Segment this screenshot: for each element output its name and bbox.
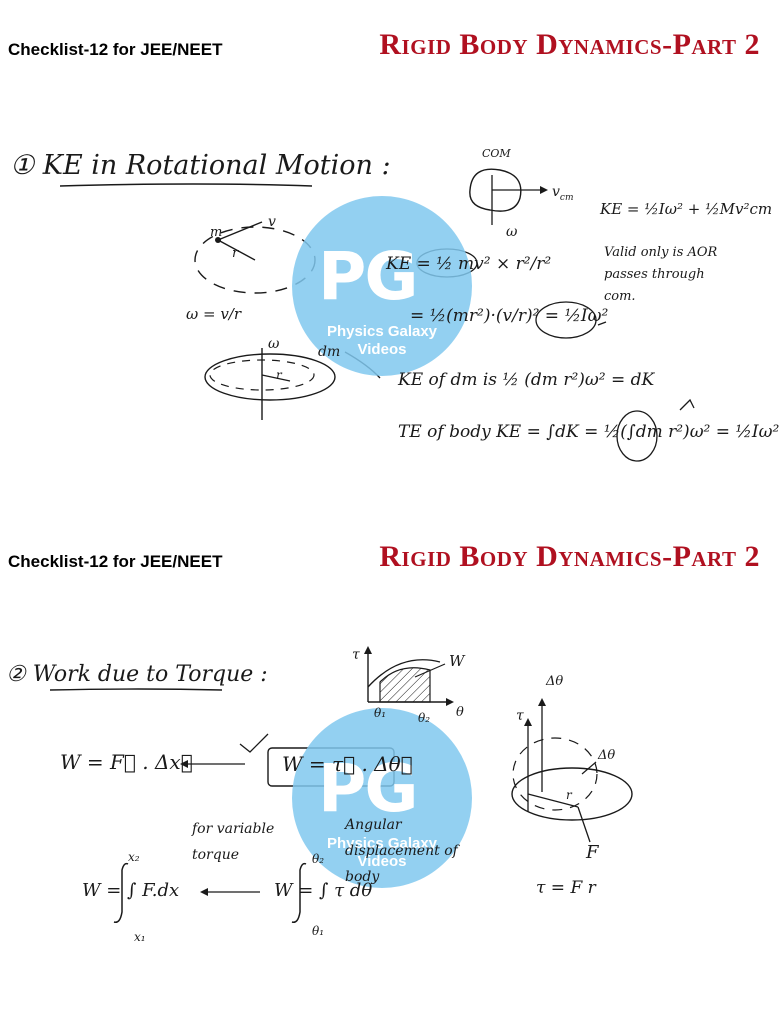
variable-torque-note: for variable torque bbox=[192, 821, 275, 863]
angular-displacement-note: Angular displacement of body bbox=[345, 817, 458, 885]
torque-equation: τ = F r bbox=[536, 878, 596, 898]
watermark-line-1: Physics Galaxy bbox=[326, 323, 438, 340]
vector-delta-theta-label: Δθ bbox=[546, 674, 564, 689]
label-v: v bbox=[268, 214, 276, 230]
graph-theta1-label: θ₁ bbox=[374, 706, 387, 720]
graph-theta2-label: θ₂ bbox=[418, 711, 431, 725]
slide-2: Checklist-12 for JEE/NEET Rigid Body Dyn… bbox=[0, 512, 768, 1024]
work-integral-force: W = ∫ F.dx bbox=[82, 880, 180, 901]
delta-theta-label: Δθ bbox=[598, 748, 616, 763]
validity-note: Valid only is AOR passes through com. bbox=[604, 245, 718, 304]
section-heading: ② Work due to Torque : bbox=[6, 662, 268, 687]
graph-w-label: W bbox=[449, 652, 465, 670]
slide-title: Rigid Body Dynamics-Part 2 bbox=[379, 28, 760, 61]
slide-1: Checklist-12 for JEE/NEET Rigid Body Dyn… bbox=[0, 0, 779, 512]
watermark-circle bbox=[292, 196, 472, 376]
limit-theta1: θ₁ bbox=[312, 924, 325, 938]
graph-theta-label: θ bbox=[456, 705, 464, 720]
ke-total-formula: KE = ½Iω² + ½Mv²cm bbox=[600, 200, 773, 218]
work-force-formula: W = F⃗ . Δx⃗ bbox=[60, 750, 193, 774]
slide-title: Rigid Body Dynamics-Part 2 bbox=[379, 540, 760, 573]
watermark-logo: PG bbox=[318, 238, 419, 315]
checklist-label: Checklist-12 for JEE/NEET bbox=[8, 552, 223, 571]
label-r-disc: r bbox=[276, 368, 282, 382]
label-dm: dm bbox=[318, 344, 341, 360]
watermark-logo: PG bbox=[318, 750, 419, 827]
vector-tau-label: τ bbox=[516, 708, 524, 724]
ke-body-formula: TE of body KE = ∫dK = ½(∫dm r²)ω² = ½Iω² bbox=[398, 422, 779, 442]
checklist-label: Checklist-12 for JEE/NEET bbox=[8, 40, 223, 59]
section-heading: ① KE in Rotational Motion : bbox=[10, 150, 391, 181]
watermark-line-1: Physics Galaxy bbox=[326, 835, 438, 852]
ke-dm-formula: KE of dm is ½ (dm r²)ω² = dK bbox=[398, 370, 655, 390]
watermark-line-2: Videos bbox=[357, 341, 407, 358]
ke-formula-2: = ½(mr²)·(v/r)² = ½Iω² bbox=[410, 306, 609, 326]
ke-formula-1: KE = ½ mv² × r²/r² bbox=[386, 254, 552, 274]
label-vcm: vcm bbox=[552, 184, 574, 203]
label-com: COM bbox=[482, 147, 511, 160]
ink-drawings bbox=[59, 168, 695, 462]
watermark-circle bbox=[292, 708, 472, 888]
omega-formula: ω = v/r bbox=[186, 305, 242, 323]
limit-x1: x₁ bbox=[134, 930, 146, 944]
work-torque-formula: W = τ⃗ . Δθ⃗ bbox=[282, 752, 413, 776]
watermark-line-2: Videos bbox=[357, 853, 407, 870]
graph-tau-label: τ bbox=[352, 647, 360, 663]
label-omega-top: ω bbox=[506, 224, 518, 240]
radius-label: r bbox=[566, 788, 572, 802]
work-integral-torque: W = ∫ τ dθ bbox=[274, 880, 373, 901]
label-r: r bbox=[232, 246, 239, 261]
limit-theta2: θ₂ bbox=[312, 852, 325, 866]
label-omega-disc: ω bbox=[268, 336, 280, 352]
limit-x2: x₂ bbox=[128, 850, 140, 864]
label-m: m bbox=[210, 225, 223, 240]
force-label: F bbox=[586, 842, 599, 863]
